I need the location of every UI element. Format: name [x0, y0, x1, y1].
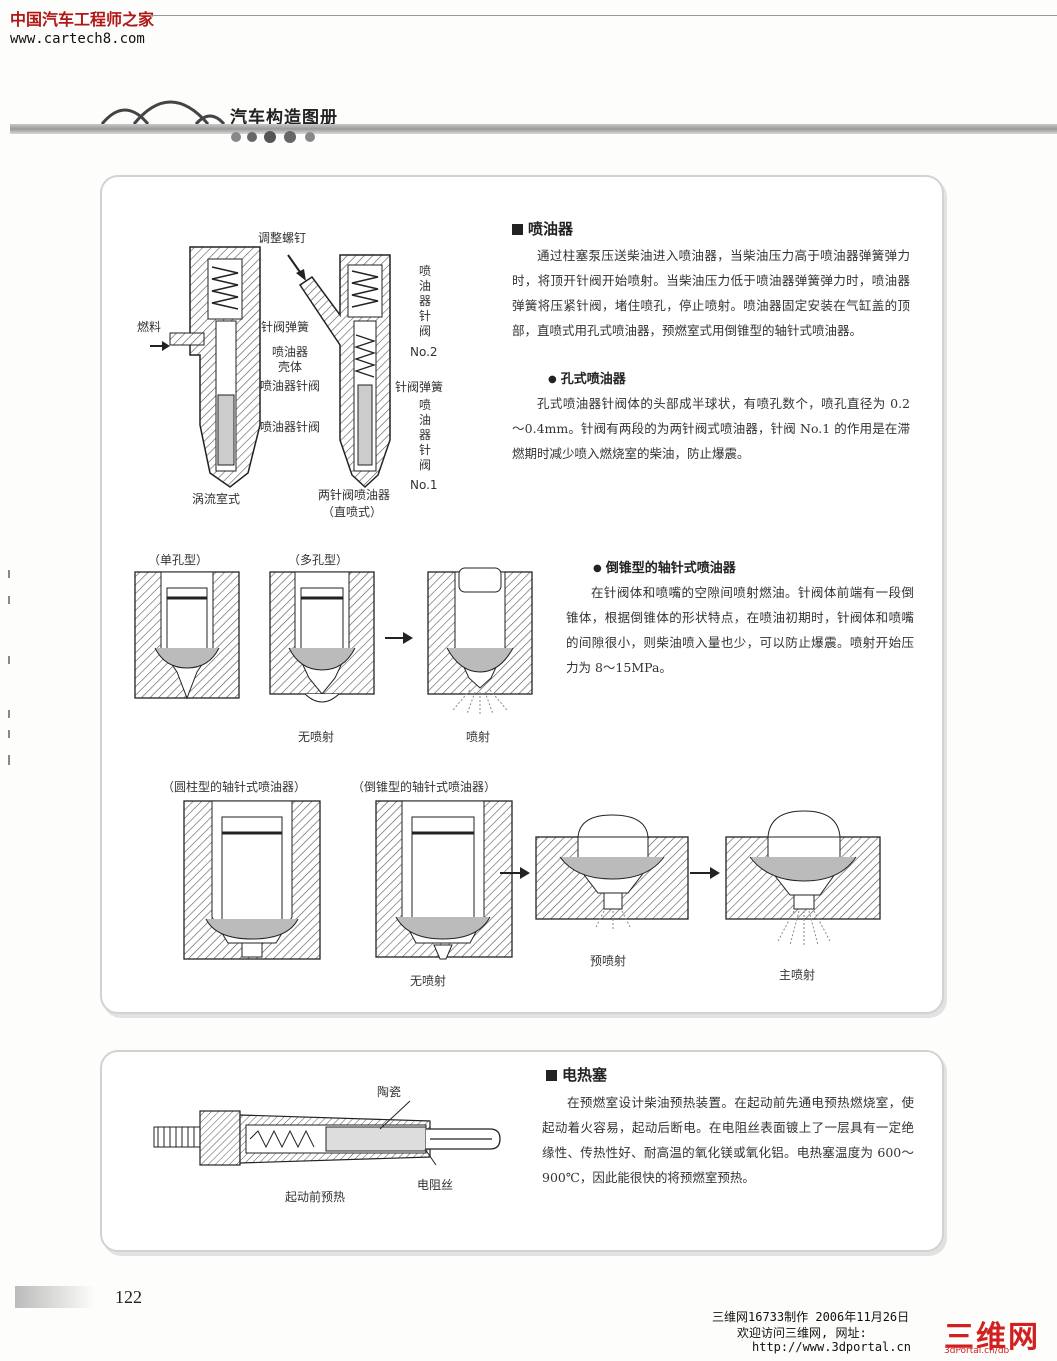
label-preheat: 起动前预热 — [285, 1190, 346, 1204]
site-logo-subtitle: 3dPortal.cn/db — [944, 1346, 1010, 1356]
top-rule — [150, 15, 1057, 16]
label-adjust-screw: 调整螺钉 — [258, 231, 307, 245]
credit-line-2: 欢迎访问三维网, 网址: — [737, 1326, 867, 1340]
glow-plug-paragraph: 在预燃室设计柴油预热装置。在起动前先通电预热燃烧室，使起动着火容易，起动后断电。… — [542, 1095, 914, 1185]
book-title: 汽车构造图册 — [230, 108, 338, 128]
label-pre-spray: 预喷射 — [590, 954, 627, 968]
injector-diagram — [150, 246, 391, 489]
glow-plug-title: 电热塞 — [546, 1064, 607, 1085]
label-body-2: 壳体 — [278, 360, 303, 374]
hole-injector-title: 孔式喷油器 — [548, 368, 626, 387]
label-needle-no1: 喷油器针阀 — [418, 398, 431, 472]
header-band — [10, 124, 1057, 134]
label-no1: No.1 — [410, 478, 438, 492]
margin-marks — [8, 570, 12, 770]
label-fuel: 燃料 — [137, 320, 162, 334]
label-swirl-chamber: 涡流室式 — [192, 492, 241, 506]
label-single-hole: （单孔型） — [148, 553, 209, 567]
pintle-title: 倒锥型的轴针式喷油器 — [593, 557, 736, 576]
label-resistance-wire: 电阻丝 — [417, 1178, 454, 1192]
label-needle-spring-2: 针阀弹簧 — [395, 380, 444, 394]
credit-line-3: http://www.3dportal.cn — [752, 1340, 911, 1354]
label-twin-needle-2: （直喷式） — [322, 505, 383, 519]
credit-line-1: 三维网16733制作 2006年11月26日 — [712, 1310, 910, 1324]
page-number-bar — [15, 1286, 95, 1308]
label-cone-pintle: （倒锥型的轴针式喷油器） — [352, 780, 497, 794]
label-needle-valve-a: 喷油器针阀 — [260, 379, 321, 393]
site-title: 中国汽车工程师之家 — [10, 10, 155, 29]
label-main-spray: 主喷射 — [779, 968, 816, 982]
label-needle-no2: 喷油器针阀 — [418, 264, 431, 338]
site-logo: 三维网 — [944, 1320, 1040, 1355]
hole-injector-paragraph: 孔式喷油器针阀体的头部成半球状，有喷孔数个，喷孔直径为 0.2～0.4mm。针阀… — [512, 396, 910, 461]
pintle-compare-diagram — [183, 800, 881, 960]
label-body-1: 喷油器 — [272, 345, 309, 359]
injector-title: 喷油器 — [512, 218, 573, 239]
site-url: www.cartech8.com — [10, 31, 145, 47]
label-cylindrical-pintle: （圆柱型的轴针式喷油器） — [162, 780, 307, 794]
label-needle-spring: 针阀弹簧 — [261, 320, 310, 334]
pintle-paragraph: 在针阀体和喷嘴的空隙间喷射燃油。针阀体前端有一段倒锥体，根据倒锥体的形状特点，在… — [566, 585, 914, 675]
label-multi-hole: （多孔型） — [288, 553, 349, 567]
label-needle-valve-b: 喷油器针阀 — [260, 420, 321, 434]
label-no-spray-2: 无喷射 — [410, 974, 447, 988]
label-twin-needle-1: 两针阀喷油器 — [318, 488, 391, 502]
label-ceramic: 陶瓷 — [377, 1085, 402, 1099]
label-spray: 喷射 — [466, 730, 491, 744]
pintle-diagram — [134, 567, 533, 716]
header-dots-icon — [231, 131, 315, 143]
header-arcs-icon — [100, 100, 226, 126]
glow-plug-diagram — [153, 1100, 501, 1166]
label-no-spray-1: 无喷射 — [298, 730, 335, 744]
label-no2: No.2 — [410, 345, 438, 359]
page-number: 122 — [115, 1287, 142, 1307]
injector-paragraph: 通过柱塞泵压送柴油进入喷油器，当柴油压力高于喷油器弹簧弹力时，将顶开针阀开始喷射… — [512, 248, 910, 338]
